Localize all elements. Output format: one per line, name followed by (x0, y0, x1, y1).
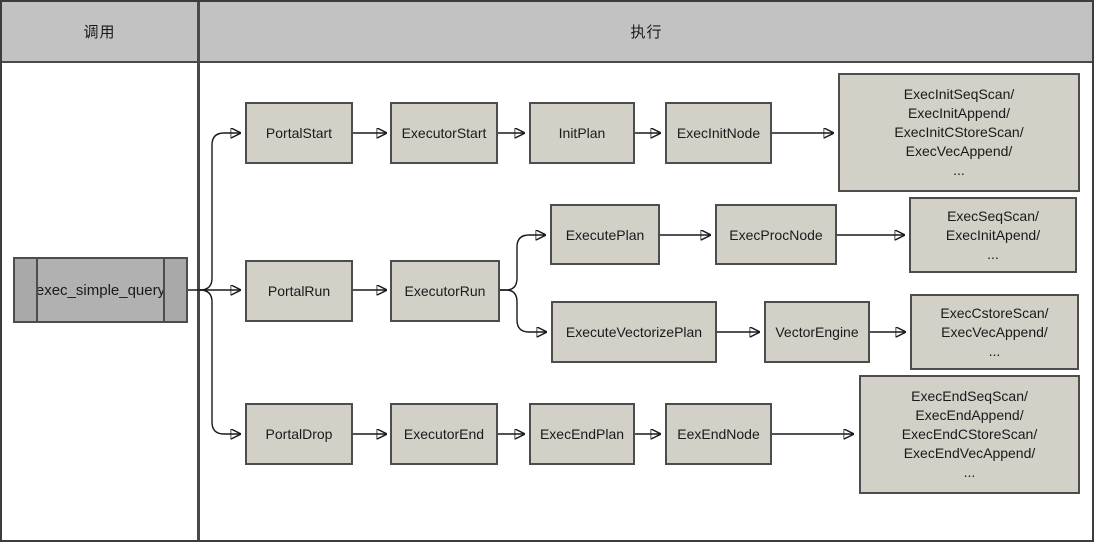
node-vectorengine: VectorEngine (764, 301, 870, 363)
node-execinitnode: ExecInitNode (665, 102, 772, 164)
node-initplan: InitPlan (529, 102, 635, 164)
node-exec-simple-query-label: exec_simple_query (35, 281, 166, 299)
node-executeplan: ExecutePlan (550, 204, 660, 265)
lane-divider (197, 2, 200, 540)
node-execprocnode: ExecProcNode (715, 204, 837, 265)
node-executevectorizeplan: ExecuteVectorizePlan (551, 301, 717, 363)
lane-header-call: 调用 (2, 2, 197, 63)
node-exec-simple-query: exec_simple_query (13, 257, 188, 323)
node-execcstorescan-functions: ExecCstoreScan/ ExecVecAppend/ ... (910, 294, 1079, 370)
lane-header-call-label: 调用 (83, 24, 116, 41)
predefined-process-bar-right (163, 259, 186, 321)
node-execendplan: ExecEndPlan (529, 403, 635, 465)
node-executorend: ExecutorEnd (390, 403, 498, 465)
lane-header-execute-label: 执行 (630, 24, 663, 41)
node-execseqscan-functions: ExecSeqScan/ ExecInitApend/ ... (909, 197, 1077, 273)
node-portaldrop: PortalDrop (245, 403, 353, 465)
node-execend-functions: ExecEndSeqScan/ ExecEndAppend/ ExecEndCS… (859, 375, 1080, 494)
predefined-process-bar-left (15, 259, 38, 321)
node-portalstart: PortalStart (245, 102, 353, 164)
node-execinit-functions: ExecInitSeqScan/ ExecInitAppend/ ExecIni… (838, 73, 1080, 192)
lane-header-execute: 执行 (199, 2, 1092, 63)
node-portalrun: PortalRun (245, 260, 353, 322)
node-executorstart: ExecutorStart (390, 102, 498, 164)
node-executorrun: ExecutorRun (390, 260, 500, 322)
node-eexendnode: EexEndNode (665, 403, 772, 465)
